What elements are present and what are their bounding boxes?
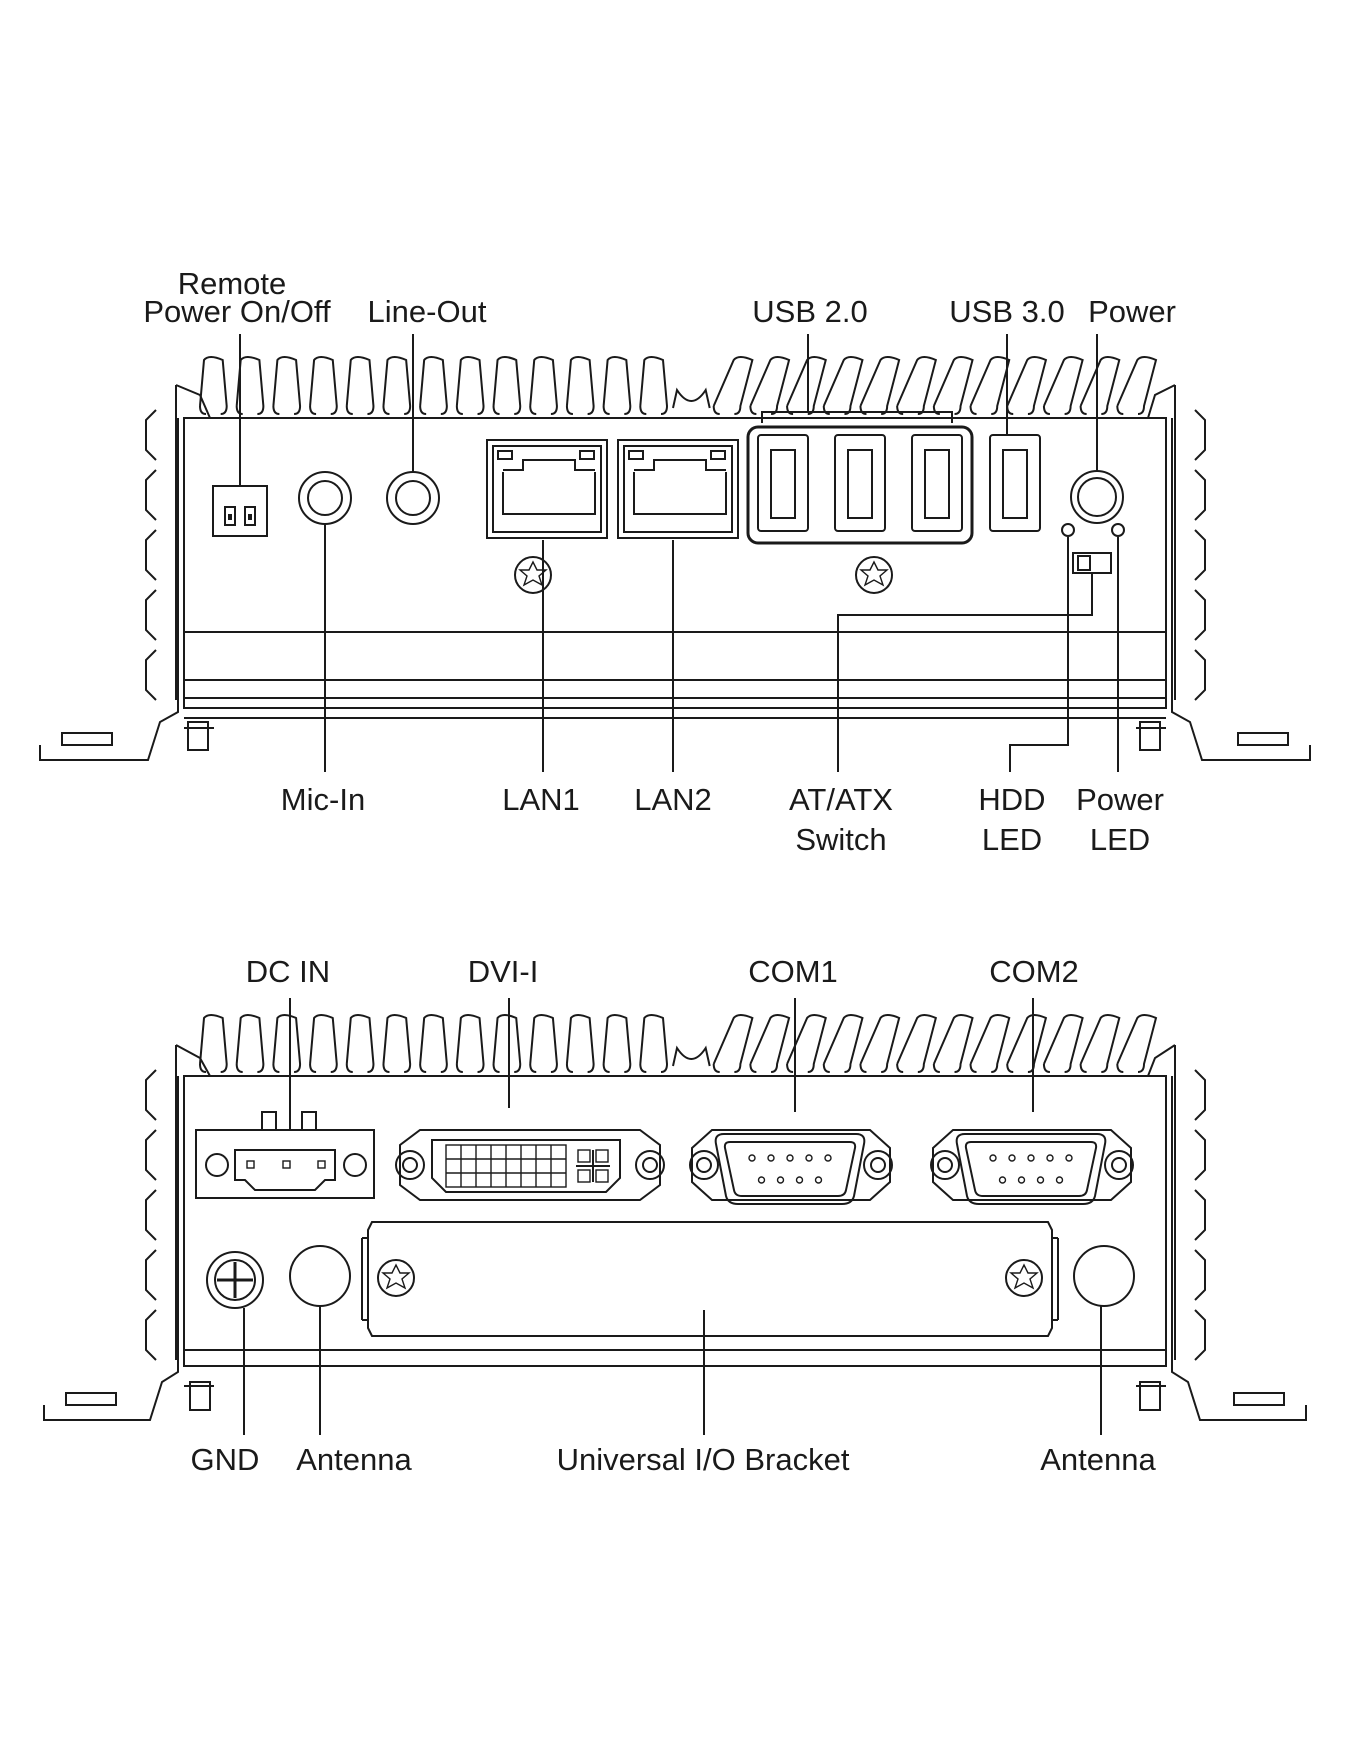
power-led bbox=[1111, 523, 1125, 537]
usb30-port bbox=[989, 434, 1041, 532]
label-power: Power bbox=[1088, 294, 1176, 329]
heatsink-fin-row bbox=[199, 1014, 1158, 1073]
front-heatsink-fins bbox=[199, 356, 1158, 415]
label-lan2: LAN2 bbox=[634, 782, 712, 817]
rear-mounting-feet bbox=[43, 1360, 1307, 1421]
dc-in-connector bbox=[195, 1111, 375, 1199]
db9-pin bbox=[1065, 1154, 1073, 1162]
com2-pins bbox=[989, 1154, 1073, 1184]
rear-leader-lines bbox=[243, 998, 1102, 1435]
rear-heatsink-fins bbox=[199, 1014, 1158, 1073]
dvi-i-connector bbox=[395, 1129, 665, 1201]
db9-pin bbox=[748, 1154, 756, 1162]
com1-pins bbox=[748, 1154, 832, 1184]
label-power-led-1: Power bbox=[1076, 782, 1164, 817]
com2-connector bbox=[930, 1129, 1134, 1205]
db9-pin bbox=[1055, 1176, 1064, 1184]
db9-pin bbox=[989, 1154, 997, 1162]
label-remote-2: Power On/Off bbox=[143, 294, 331, 329]
db9-pin bbox=[805, 1154, 813, 1162]
front-mounting-feet bbox=[39, 700, 1311, 761]
label-gnd: GND bbox=[191, 1442, 260, 1477]
label-com1: COM1 bbox=[748, 954, 838, 989]
gnd-screw bbox=[206, 1251, 264, 1309]
universal-io-bracket bbox=[361, 1221, 1059, 1337]
front-side-fins bbox=[145, 385, 1206, 701]
label-dc-in: DC IN bbox=[246, 954, 330, 989]
db9-pin bbox=[776, 1176, 785, 1184]
front-leader-lines bbox=[239, 334, 1119, 772]
usb20-ports bbox=[746, 411, 974, 594]
db9-pin bbox=[1008, 1154, 1016, 1162]
rear-side-fins bbox=[145, 1045, 1206, 1361]
heatsink-fin-row bbox=[199, 356, 1158, 415]
db9-pin bbox=[757, 1176, 766, 1184]
mic-in-jack bbox=[298, 471, 352, 525]
label-atatx-2: Switch bbox=[795, 822, 886, 857]
dvi-pin-grid bbox=[445, 1144, 567, 1188]
label-hdd-1: HDD bbox=[978, 782, 1045, 817]
label-atatx-1: AT/ATX bbox=[789, 782, 893, 817]
label-antenna-left: Antenna bbox=[296, 1442, 412, 1477]
label-antenna-right: Antenna bbox=[1040, 1442, 1156, 1477]
db9-pin bbox=[1036, 1176, 1045, 1184]
db9-pin bbox=[786, 1154, 794, 1162]
db9-pin bbox=[767, 1154, 775, 1162]
lan2-port bbox=[617, 439, 739, 539]
label-io-bracket: Universal I/O Bracket bbox=[557, 1442, 850, 1477]
front-chassis-face bbox=[183, 417, 1167, 709]
db9-pin bbox=[1046, 1154, 1054, 1162]
antenna-right-hole bbox=[1073, 1245, 1135, 1307]
db9-pin bbox=[824, 1154, 832, 1162]
db9-pin bbox=[795, 1176, 804, 1184]
rear-chassis-outline bbox=[175, 1044, 1176, 1360]
db9-pin bbox=[814, 1176, 823, 1184]
label-lan1: LAN1 bbox=[502, 782, 580, 817]
com1-connector bbox=[689, 1129, 893, 1205]
lan1-port bbox=[486, 439, 608, 594]
label-line-out: Line-Out bbox=[368, 294, 487, 329]
label-usb20: USB 2.0 bbox=[752, 294, 867, 329]
hdd-led bbox=[1061, 523, 1075, 537]
label-com2: COM2 bbox=[989, 954, 1079, 989]
label-usb30: USB 3.0 bbox=[949, 294, 1064, 329]
label-hdd-2: LED bbox=[982, 822, 1042, 857]
db9-pin bbox=[998, 1176, 1007, 1184]
dvi-analog-pins bbox=[576, 1149, 610, 1183]
db9-pin bbox=[1017, 1176, 1026, 1184]
antenna-left-hole bbox=[289, 1245, 351, 1307]
power-button bbox=[1070, 470, 1124, 524]
remote-power-terminal bbox=[212, 485, 268, 537]
label-remote-1: Remote bbox=[178, 266, 287, 301]
label-dvi-i: DVI-I bbox=[468, 954, 539, 989]
front-panel: Remote Power On/Off Line-Out USB 2.0 USB… bbox=[39, 266, 1311, 857]
db9-pin bbox=[1027, 1154, 1035, 1162]
rear-panel: DC IN DVI-I COM1 COM2 GND Antenna Univer… bbox=[43, 954, 1307, 1477]
line-out-jack bbox=[386, 471, 440, 525]
label-mic-in: Mic-In bbox=[281, 782, 365, 817]
label-power-led-2: LED bbox=[1090, 822, 1150, 857]
at-atx-switch bbox=[1072, 552, 1112, 574]
